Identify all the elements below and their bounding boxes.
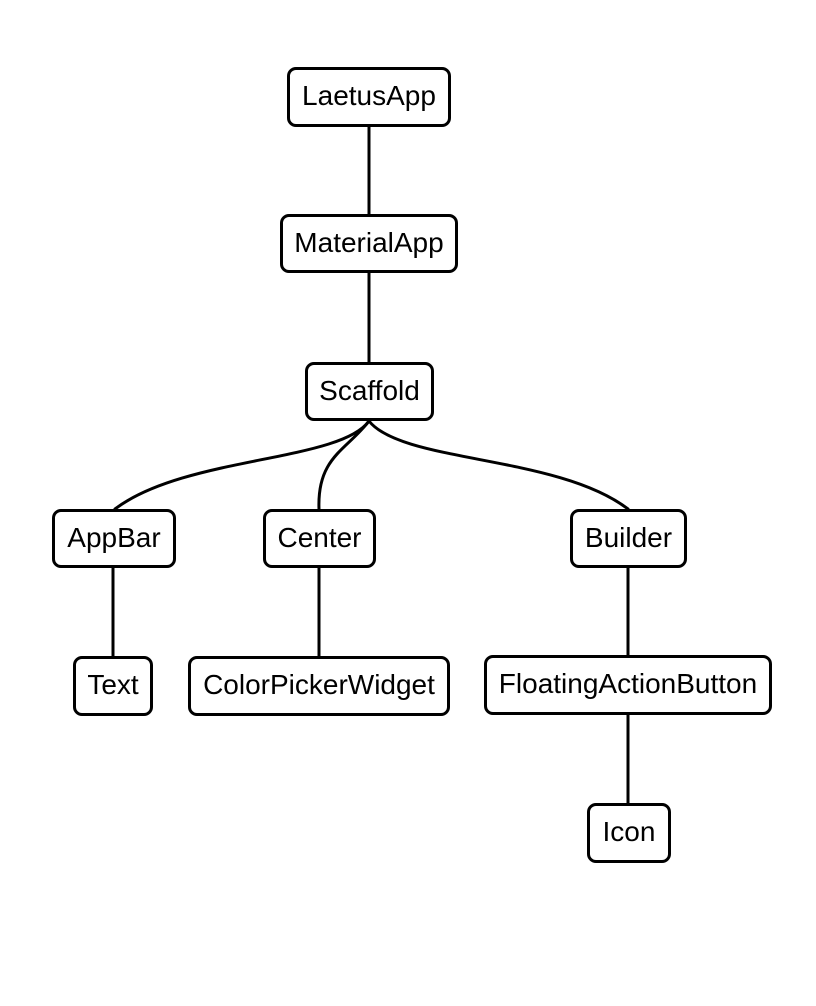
node-icon-label: Icon — [602, 816, 656, 847]
node-appbar: AppBar — [52, 509, 176, 568]
node-appbar-label: AppBar — [67, 521, 161, 553]
node-colorpickerwidget: ColorPickerWidget — [188, 656, 450, 716]
node-laetusapp: LaetusApp — [287, 67, 451, 127]
node-builder-label: Builder — [584, 521, 673, 553]
node-floatingactionbutton: FloatingActionButton — [484, 655, 772, 715]
node-text-label: Text — [87, 669, 139, 700]
node-colorpickerwidget-label: ColorPickerWidget — [203, 669, 435, 700]
node-builder: Builder — [570, 509, 687, 568]
edge-scaffold-builder — [367, 419, 630, 511]
edge-scaffold-center — [317, 419, 371, 511]
node-scaffold: Scaffold — [305, 362, 434, 421]
node-materialapp: MaterialApp — [280, 214, 458, 273]
node-center: Center — [263, 509, 376, 568]
node-materialapp-label: MaterialApp — [294, 226, 444, 258]
node-floatingactionbutton-label: FloatingActionButton — [498, 668, 758, 699]
node-scaffold-label: Scaffold — [319, 374, 420, 406]
edge-scaffold-appbar — [113, 419, 371, 511]
node-icon: Icon — [587, 803, 671, 863]
node-center-label: Center — [277, 521, 362, 553]
node-text: Text — [73, 656, 153, 716]
node-laetusapp-label: LaetusApp — [302, 80, 436, 111]
